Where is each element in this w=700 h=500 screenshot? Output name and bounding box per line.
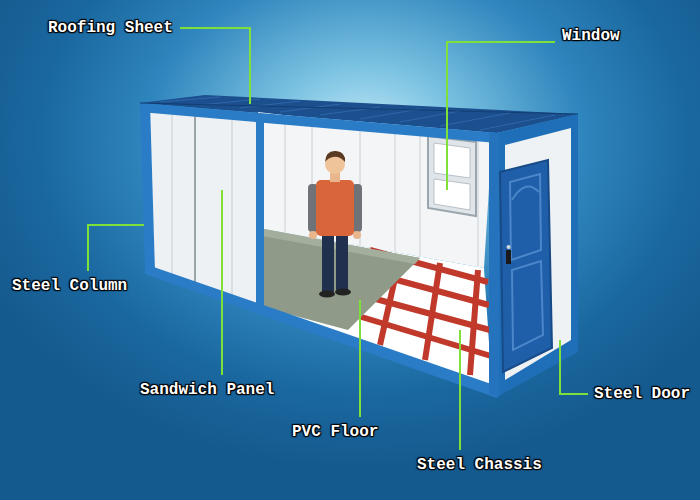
leader-lines: [88, 28, 588, 450]
panel-joint: [194, 116, 196, 285]
front-top-beam: [140, 103, 497, 143]
part-label: Steel Door: [594, 384, 690, 404]
chassis-base: [258, 228, 492, 388]
corner-column: [489, 132, 499, 397]
leader-line: [88, 225, 144, 271]
leader-line: [560, 340, 588, 394]
frame-column: [256, 120, 264, 308]
window-pane: [434, 179, 470, 210]
part-label: Steel Chassis: [417, 455, 542, 475]
window: [428, 136, 476, 216]
end-frame: [497, 114, 578, 397]
part-label: Window: [562, 26, 620, 46]
leader-line: [359, 300, 361, 417]
part-label: Roofing Sheet: [48, 18, 173, 38]
leader-line: [459, 330, 461, 450]
steel-door: [500, 160, 552, 372]
roof-edge: [140, 103, 578, 114]
leader-line: [447, 42, 555, 190]
part-label: PVC Floor: [292, 422, 378, 442]
person-figure: [308, 151, 362, 298]
window-pane: [434, 143, 470, 178]
bottom-beam: [145, 264, 497, 398]
leader-line: [180, 28, 250, 104]
part-label: Steel Column: [12, 276, 127, 296]
leader-line: [221, 190, 223, 375]
part-label: Sandwich Panel: [140, 380, 274, 400]
corner-column: [140, 103, 155, 272]
